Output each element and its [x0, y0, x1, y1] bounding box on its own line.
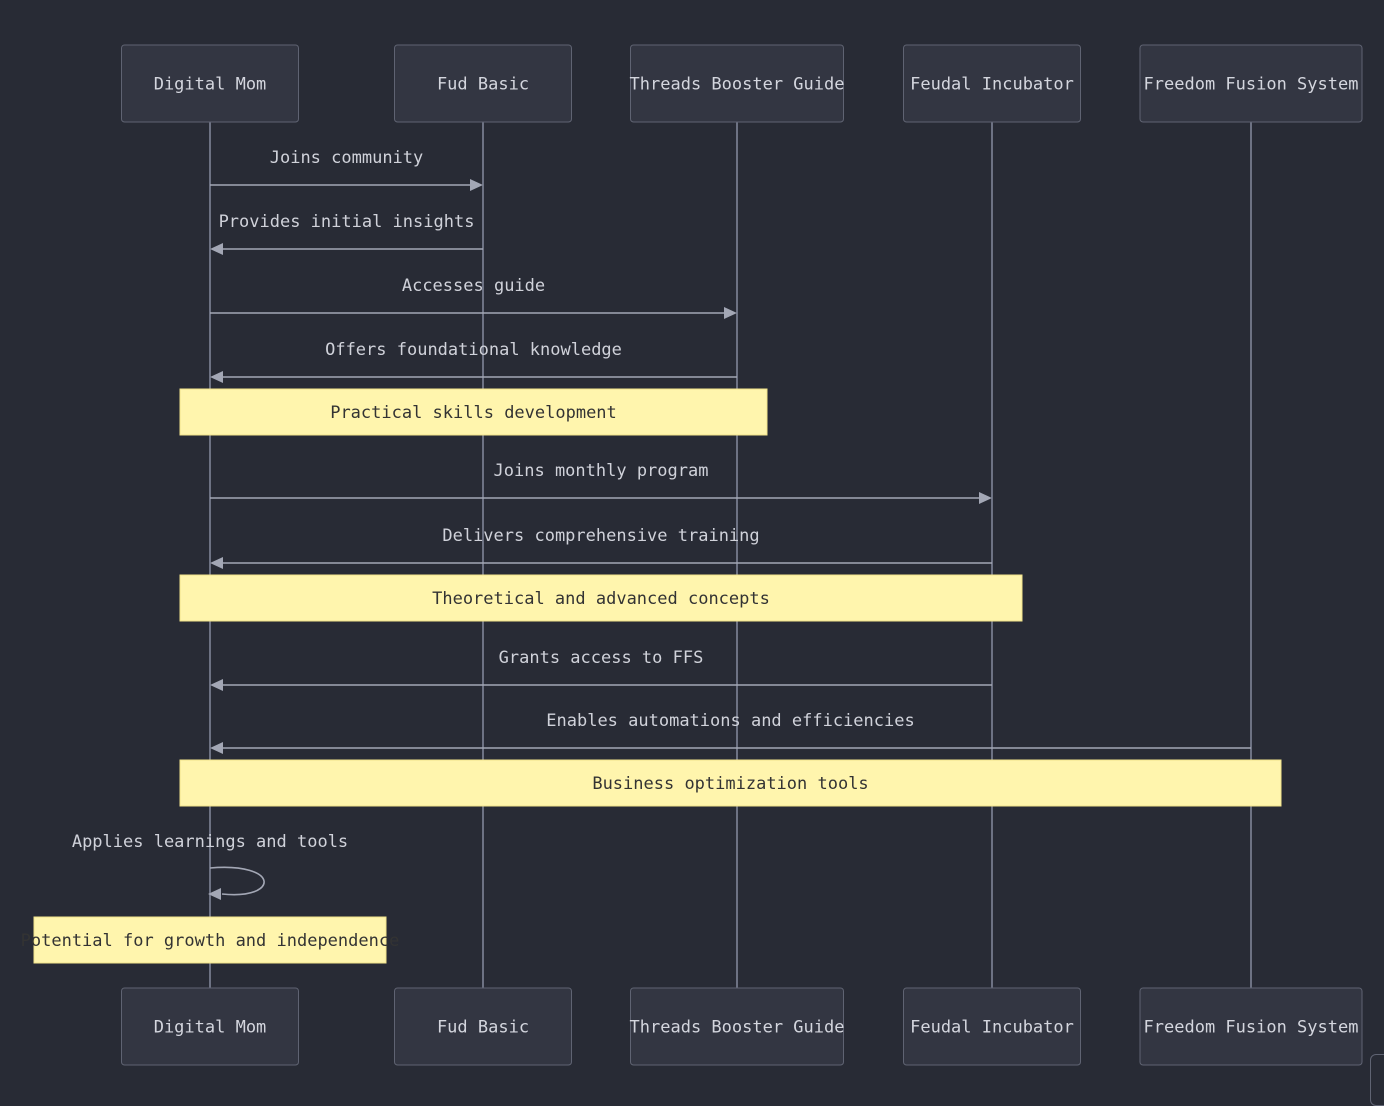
actor-label: Threads Booster Guide — [630, 75, 845, 95]
actor-label: Feudal Incubator — [910, 75, 1074, 95]
actor-box — [630, 44, 844, 123]
message-label: Joins monthly program — [494, 461, 709, 481]
actor-fud-basic-top: Fud Basic — [394, 44, 572, 123]
actor-label: Freedom Fusion System — [1144, 75, 1359, 95]
message-label: Joins community — [270, 148, 424, 168]
actor-box — [903, 44, 1081, 123]
message-provides-initial-insights: Provides initial insights — [210, 212, 483, 255]
note-label: Business optimization tools — [592, 774, 868, 794]
arrow-head — [724, 307, 737, 319]
note-potential-for-growth-and-independence: Potential for growth and independence — [21, 916, 400, 964]
note-box — [33, 916, 387, 964]
message-enables-automations-and-efficiencies: Enables automations and efficiencies — [210, 711, 1251, 754]
message-label: Provides initial insights — [219, 212, 475, 232]
actors-bottom-row: Digital Mom Fud Basic Threads Booster Guid… — [121, 987, 1363, 1066]
arrow-head — [470, 179, 483, 191]
corner-scroll-handle[interactable] — [1370, 1054, 1384, 1106]
message-joins-monthly-program: Joins monthly program — [210, 461, 992, 504]
arrow-head — [210, 679, 223, 691]
actor-box — [394, 987, 572, 1066]
actor-label: Digital Mom — [154, 75, 267, 95]
actor-label: Freedom Fusion System — [1144, 1018, 1359, 1038]
message-label: Delivers comprehensive training — [442, 526, 759, 546]
actor-digital-mom-bottom: Digital Mom — [121, 987, 299, 1066]
note-box — [179, 759, 1282, 807]
message-label: Enables automations and efficiencies — [546, 711, 914, 731]
arrow-head — [208, 888, 221, 900]
message-label: Offers foundational knowledge — [325, 340, 622, 360]
message-label: Applies learnings and tools — [72, 832, 348, 852]
actor-box — [1139, 987, 1363, 1066]
note-practical-skills-development: Practical skills development — [179, 388, 768, 436]
arrow-head — [979, 492, 992, 504]
actor-box — [394, 44, 572, 123]
arrow-head — [210, 243, 223, 255]
message-accesses-guide: Accesses guide — [210, 276, 737, 319]
actor-feudal-incubator-bottom: Feudal Incubator — [903, 987, 1081, 1066]
actor-label: Feudal Incubator — [910, 1018, 1074, 1038]
self-message-applies-learnings-and-tools: Applies learnings and tools — [72, 832, 348, 900]
arrow-head — [210, 557, 223, 569]
actor-label: Fud Basic — [437, 1018, 529, 1038]
note-label: Potential for growth and independence — [21, 931, 400, 951]
arrow-head — [210, 371, 223, 383]
message-offers-foundational-knowledge: Offers foundational knowledge — [210, 340, 737, 383]
arrow-head — [210, 742, 223, 754]
note-label: Practical skills development — [330, 403, 617, 423]
actor-feudal-incubator-top: Feudal Incubator — [903, 44, 1081, 123]
actor-label: Threads Booster Guide — [630, 1018, 845, 1038]
note-box — [179, 574, 1023, 622]
actor-box — [903, 987, 1081, 1066]
message-label: Accesses guide — [402, 276, 545, 296]
message-label: Grants access to FFS — [499, 648, 704, 668]
message-delivers-comprehensive-training: Delivers comprehensive training — [210, 526, 992, 569]
self-loop-line — [209, 866, 265, 896]
actor-threads-booster-guide-bottom: Threads Booster Guide — [630, 987, 845, 1066]
message-grants-access-to-ffs: Grants access to FFS — [210, 648, 992, 691]
actor-fud-basic-bottom: Fud Basic — [394, 987, 572, 1066]
actor-threads-booster-guide-top: Threads Booster Guide — [630, 44, 845, 123]
actor-digital-mom-top: Digital Mom — [121, 44, 299, 123]
actor-freedom-fusion-system-top: Freedom Fusion System — [1139, 44, 1363, 123]
actor-box — [1139, 44, 1363, 123]
note-theoretical-and-advanced-concepts: Theoretical and advanced concepts — [179, 574, 1023, 622]
actors-top-row: Digital Mom Fud Basic Threads Booster Guid… — [121, 44, 1363, 123]
actor-label: Fud Basic — [437, 75, 529, 95]
message-joins-community: Joins community — [210, 148, 483, 191]
note-box — [179, 388, 768, 436]
note-business-optimization-tools: Business optimization tools — [179, 759, 1282, 807]
actor-box — [121, 44, 299, 123]
actor-freedom-fusion-system-bottom: Freedom Fusion System — [1139, 987, 1363, 1066]
actor-box — [630, 987, 844, 1066]
lifelines — [209, 122, 1252, 988]
actor-box — [121, 987, 299, 1066]
actor-label: Digital Mom — [154, 1018, 267, 1038]
note-label: Theoretical and advanced concepts — [432, 589, 770, 609]
